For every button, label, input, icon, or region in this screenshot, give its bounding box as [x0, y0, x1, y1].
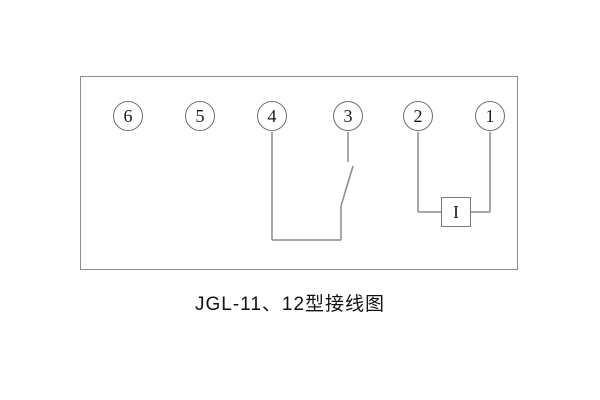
terminal-6: 6: [113, 101, 143, 131]
caption: JGL-11、12型接线图: [194, 294, 386, 315]
terminal-2: 2: [403, 101, 433, 131]
terminal-1: 1: [475, 101, 505, 131]
terminal-3: 3: [333, 101, 363, 131]
diagram-frame: [80, 76, 518, 270]
coil-label: I: [453, 201, 459, 222]
current-coil-box: I: [441, 197, 471, 227]
terminal-5: 5: [185, 101, 215, 131]
terminal-4: 4: [257, 101, 287, 131]
